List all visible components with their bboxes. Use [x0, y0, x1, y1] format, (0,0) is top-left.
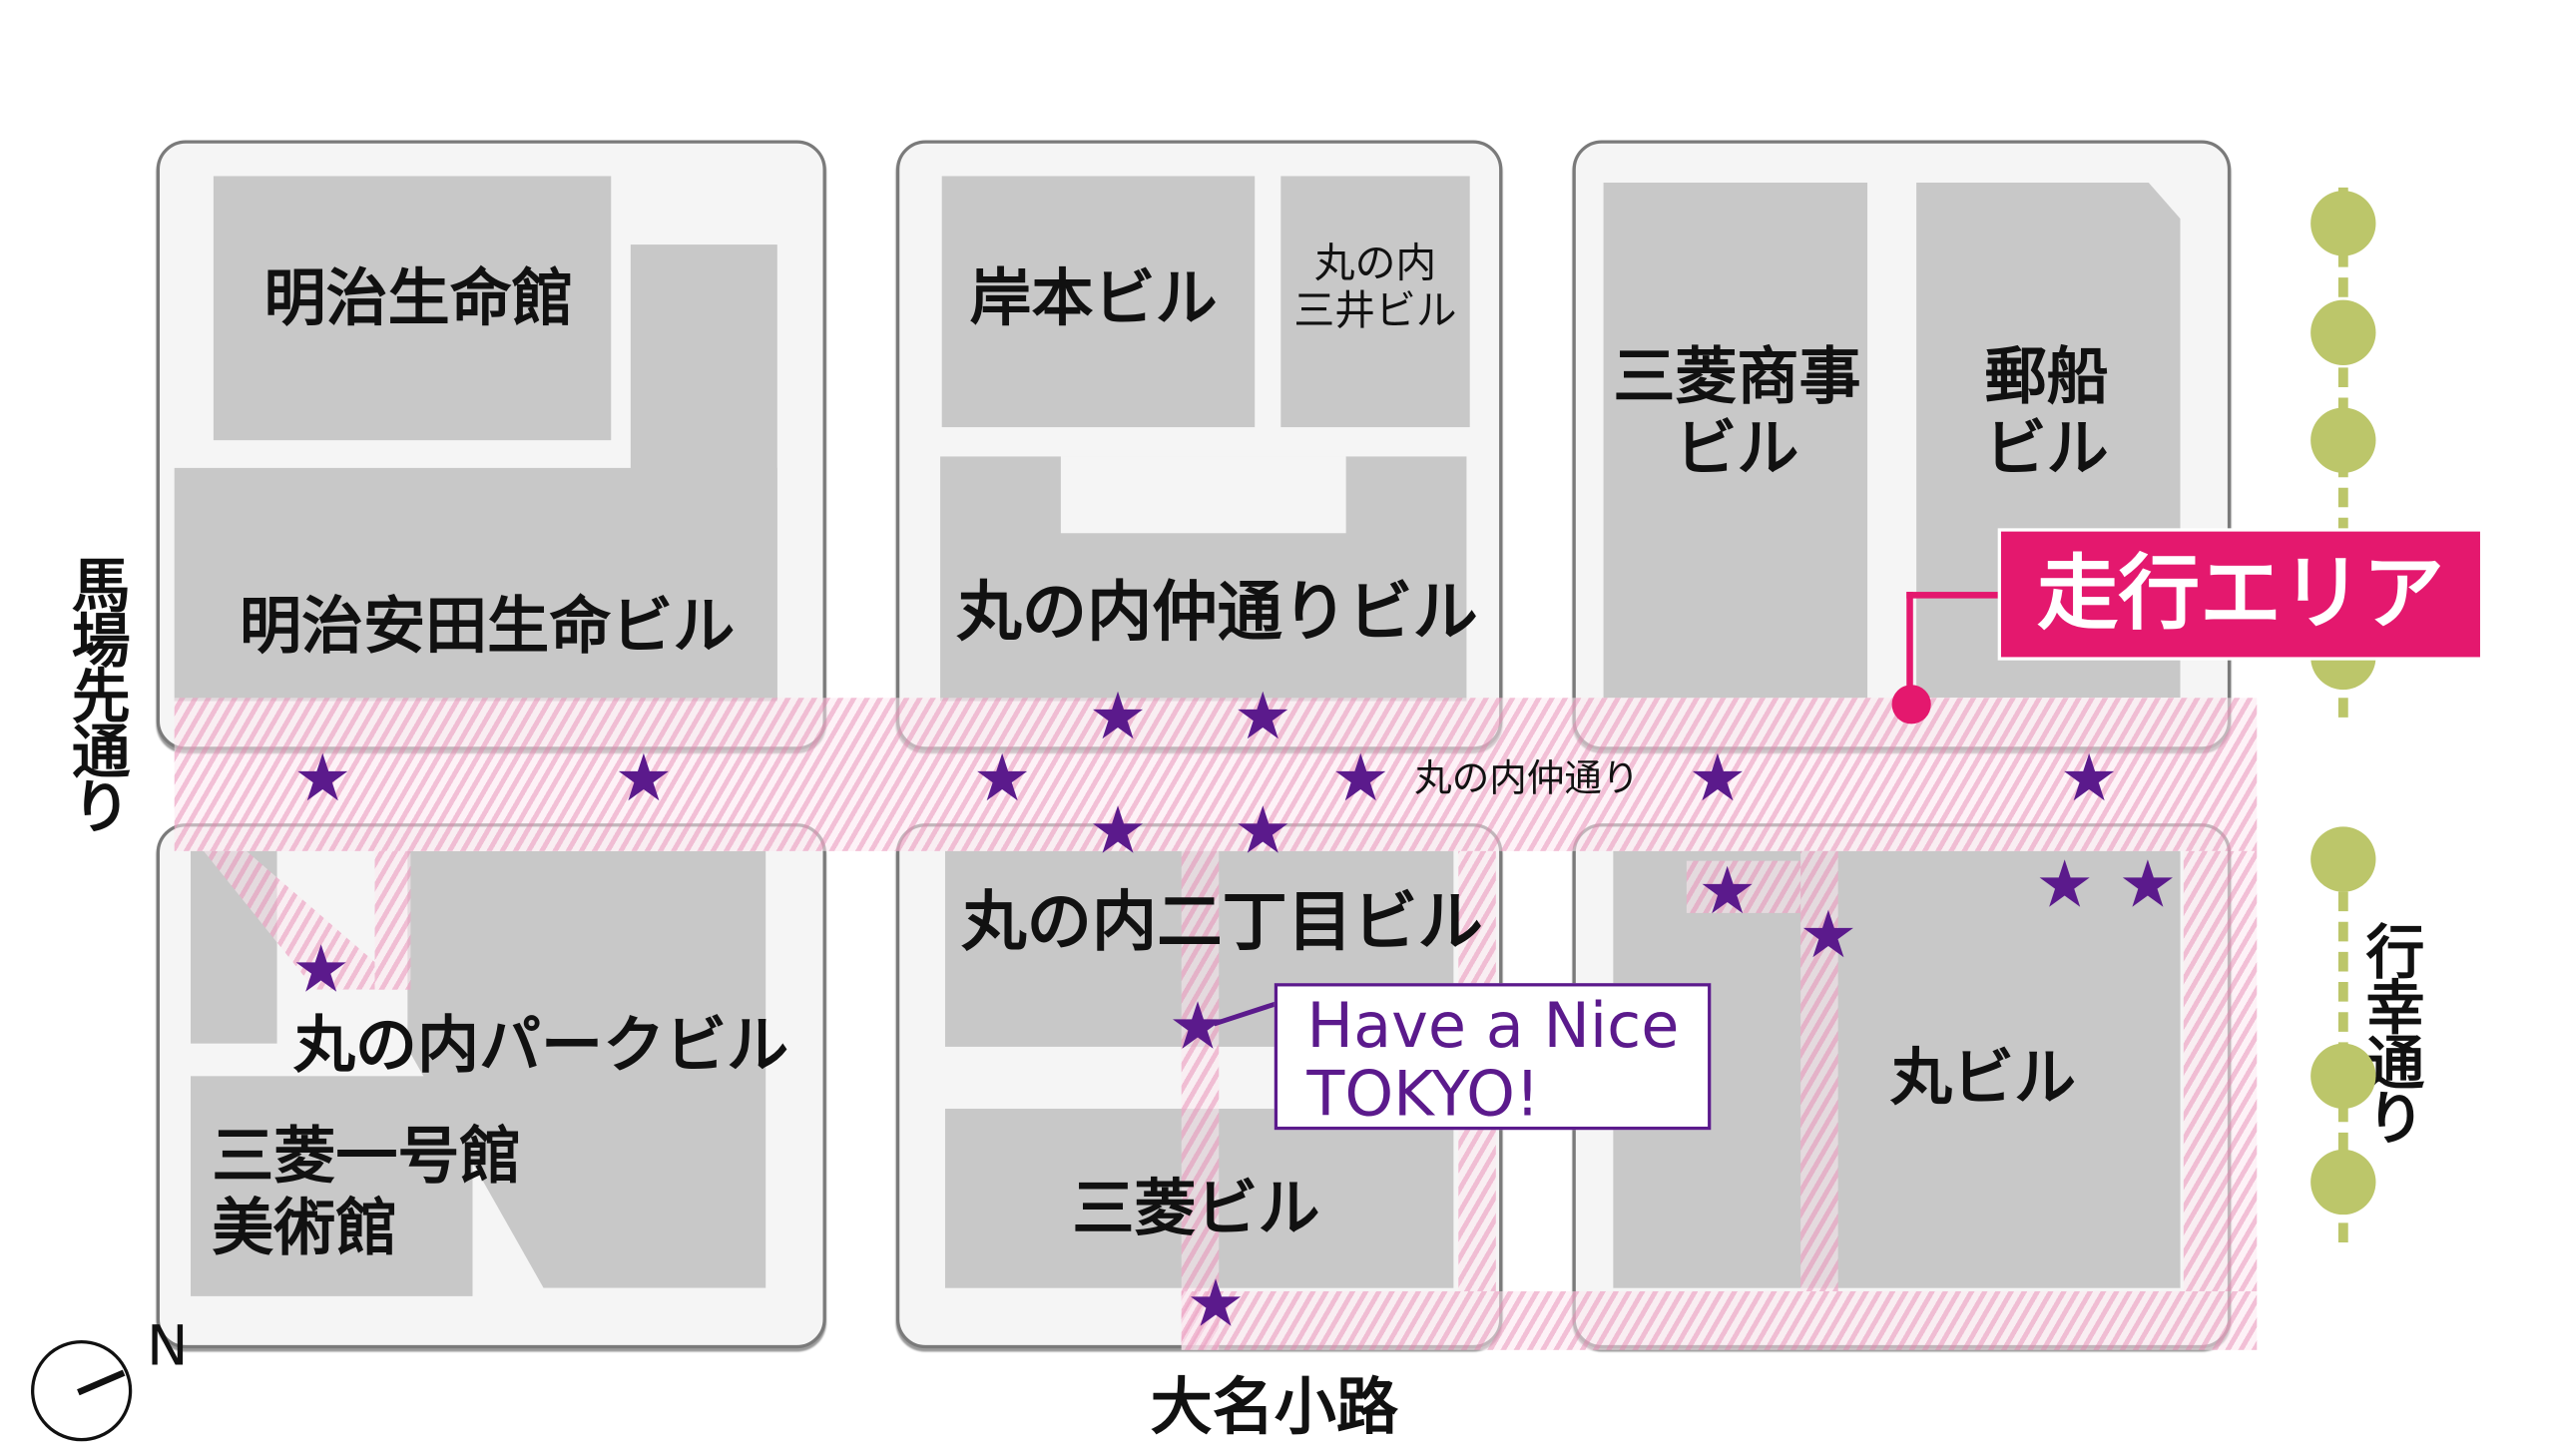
building-ichigokan — [191, 1076, 473, 1296]
driving-area-path — [374, 850, 411, 990]
compass-north-label: N — [146, 1313, 189, 1380]
star-icon: ★ — [1168, 989, 1228, 1065]
star-icon: ★ — [972, 741, 1032, 817]
star-icon: ★ — [1088, 793, 1148, 869]
callout-dot — [1891, 685, 1931, 725]
driving-area-path — [1181, 1290, 2258, 1350]
star-icon: ★ — [2035, 847, 2094, 923]
label-meiji-seimeikan: 明治生命館 — [263, 262, 574, 334]
label-mitsubishi-corp-line1: 三菱商事 — [1613, 340, 1861, 413]
label-yusen: 郵船ビル — [1916, 340, 2177, 485]
label-meiji-yasuda: 明治安田生命ビル — [240, 590, 736, 663]
tree-icon — [2310, 299, 2376, 365]
label-mitsubishi-corp-line2: ビル — [1675, 411, 1799, 484]
star-icon: ★ — [1186, 1266, 1246, 1342]
label-mitsui: 丸の内三井ビル — [1287, 240, 1463, 335]
building-kishimoto — [941, 176, 1256, 428]
label-yusen-line1: 郵船 — [1984, 340, 2109, 413]
tree-icon — [2310, 407, 2376, 473]
star-icon: ★ — [2059, 741, 2119, 817]
star-icon: ★ — [614, 741, 674, 817]
star-icon: ★ — [1234, 680, 1292, 755]
tree-line — [2337, 831, 2348, 1242]
label-nichome: 丸の内二丁目ビル — [961, 885, 1483, 961]
label-ichigokan: 三菱一号館美術館 — [212, 1120, 522, 1264]
building-mitsubishi-corp — [1603, 182, 1868, 699]
label-marubiru: 丸ビル — [1889, 1041, 2077, 1114]
driving-area-path — [1686, 860, 1801, 913]
tree-icon — [2310, 191, 2376, 256]
building-mitsui — [1280, 176, 1470, 428]
star-icon: ★ — [2118, 847, 2178, 923]
star-icon: ★ — [1234, 793, 1292, 869]
star-icon: ★ — [1798, 898, 1858, 974]
street-gyoko: 行幸通り — [2355, 921, 2423, 1144]
callout-line — [1906, 592, 2011, 707]
nice-callout-line — [1213, 1000, 1280, 1027]
tree-icon — [2310, 1043, 2376, 1109]
star-icon: ★ — [291, 932, 350, 1008]
building-meiji-seimeikan — [213, 176, 612, 441]
driving-area-path — [1800, 850, 1838, 1291]
street-babasaki: 馬場先通り — [62, 554, 129, 832]
star-icon: ★ — [292, 741, 352, 817]
driving-area-path — [1181, 850, 1220, 1350]
label-ichigokan-line1: 三菱一号館 — [212, 1120, 522, 1193]
driving-area-label: 走行エリア — [2000, 531, 2480, 658]
star-icon: ★ — [1688, 741, 1748, 817]
street-nakadori: 丸の内仲通り — [1414, 757, 1640, 801]
label-park-bldg: 丸の内パークビル — [292, 1009, 789, 1082]
label-kishimoto: 岸本ビル — [969, 262, 1218, 334]
label-ichigokan-line2: 美術館 — [212, 1191, 398, 1263]
building-meiji-yasuda — [174, 467, 777, 702]
tree-icon — [2310, 826, 2376, 892]
label-mitsui-line1: 丸の内 — [1313, 240, 1437, 287]
courtyard — [1060, 456, 1346, 534]
nice-line2: TOKYO! — [1306, 1058, 1540, 1131]
star-icon: ★ — [1088, 680, 1148, 755]
label-mitsubishi-bldg: 三菱ビル — [1072, 1172, 1320, 1244]
street-daimyokoji: 大名小路 — [1150, 1371, 1398, 1443]
label-yusen-line2: ビル — [1984, 411, 2109, 484]
have-a-nice-tokyo-label: Have a Nice TOKYO! — [1274, 983, 1712, 1131]
star-icon: ★ — [1698, 854, 1757, 930]
star-icon: ★ — [1331, 741, 1390, 817]
label-mitsubishi-corp: 三菱商事ビル — [1607, 340, 1867, 485]
driving-area-path — [2183, 850, 2258, 1291]
nice-line1: Have a Nice — [1306, 989, 1680, 1062]
compass-icon — [31, 1339, 133, 1442]
driving-area-nakadori — [174, 698, 2258, 851]
label-nakadori-bldg: 丸の内仲通りビル — [956, 575, 1478, 651]
label-mitsui-line2: 三井ビル — [1293, 286, 1457, 334]
tree-icon — [2310, 1149, 2376, 1215]
